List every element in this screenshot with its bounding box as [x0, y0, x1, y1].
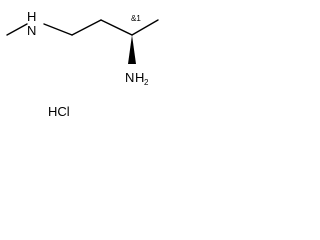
wedge-bond-nh2 [128, 35, 136, 64]
salt-label: HCl [48, 104, 70, 119]
atom-nh2-h: H [135, 70, 144, 85]
atom-nh2-subscript: 2 [144, 78, 149, 87]
bond-n-ch2 [43, 23, 73, 36]
bond-methyl-n [6, 23, 28, 36]
chemical-structure: H N &1 N H 2 HCl [6, 9, 159, 119]
bond-ch2-ch2 [71, 19, 102, 36]
stereo-label: &1 [131, 14, 141, 23]
bond-ch2-ch [100, 19, 133, 36]
atom-nh2-n: N [125, 70, 134, 85]
atom-nh-n: N [27, 23, 36, 38]
bond-ch-methyl [131, 19, 159, 36]
atom-nh-h: H [27, 9, 36, 24]
